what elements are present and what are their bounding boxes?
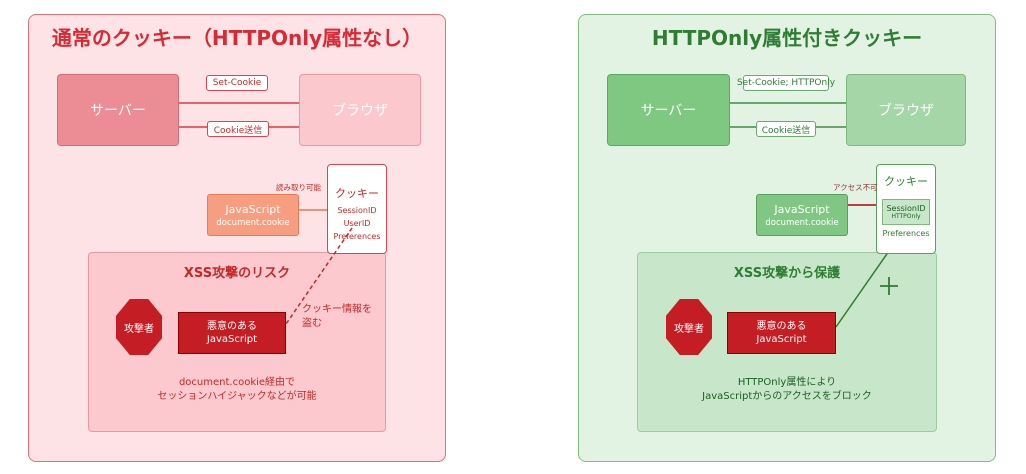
- left-cookie-item-preferences: Preferences: [333, 232, 381, 241]
- left-panel-title: 通常のクッキー（HTTPOnly属性なし）: [51, 26, 423, 50]
- left-cookie-send-label: Cookie送信: [207, 121, 269, 137]
- right-server-box: サーバー: [607, 74, 730, 146]
- left-js-label: JavaScript: [225, 202, 281, 216]
- left-malicious-line1: 悪意のある: [207, 320, 257, 332]
- right-cookie-protected-box: SessionID HTTPOnly: [882, 199, 930, 225]
- left-cookie-card: クッキー SessionID UserID Preferences: [327, 164, 387, 254]
- right-xss-title: XSS攻撃から保護: [733, 266, 841, 281]
- right-cookie-card: クッキー SessionID HTTPOnly Preferences: [876, 164, 936, 254]
- left-browser-box: ブラウザ: [299, 74, 421, 146]
- left-xss-note: document.cookie経由で セッションハイジャックなどが可能: [88, 376, 386, 403]
- left-readable-label: 読み取り可能: [276, 183, 321, 192]
- left-steal-label: クッキー情報を 盗む: [302, 303, 372, 330]
- right-cookie-title: クッキー: [884, 175, 928, 188]
- left-server-box: サーバー: [57, 74, 179, 146]
- left-js-code: document.cookie: [216, 217, 290, 228]
- left-cookie-item-sessionid: SessionID: [337, 206, 377, 215]
- right-xss-note: HTTPOnly属性により JavaScriptからのアクセスをブロック: [637, 376, 937, 403]
- right-javascript-box: JavaScript document.cookie: [756, 194, 848, 236]
- left-note-line2: セッションハイジャックなどが可能: [157, 390, 317, 402]
- right-malicious-line1: 悪意のある: [756, 320, 807, 332]
- right-cookie-item-sessionid: SessionID: [886, 204, 926, 213]
- right-cookie-item-preferences: Preferences: [882, 229, 930, 238]
- left-javascript-box: JavaScript document.cookie: [207, 194, 299, 236]
- right-set-cookie-label: Set-Cookie; HTTPOnly: [737, 75, 835, 91]
- right-malicious-js-box: 悪意のある JavaScript: [727, 312, 836, 354]
- right-inaccessible-label: アクセス不可: [833, 183, 878, 192]
- left-cookie-item-userid: UserID: [343, 219, 371, 228]
- left-steal-line1: クッキー情報を: [302, 304, 372, 315]
- right-browser-box: ブラウザ: [846, 74, 966, 146]
- right-note-line2: JavaScriptからのアクセスをブロック: [702, 390, 872, 402]
- left-malicious-js-box: 悪意のある JavaScript: [178, 312, 286, 354]
- left-steal-dashed-line: [285, 227, 353, 325]
- left-xss-title: XSS攻撃のリスク: [183, 266, 291, 281]
- left-attacker-octagon: 攻撃者: [116, 299, 162, 355]
- right-js-code: document.cookie: [765, 217, 839, 228]
- right-cookie-send-label: Cookie送信: [756, 121, 816, 137]
- left-note-line1: document.cookie経由で: [178, 377, 296, 388]
- left-cookie-title: クッキー: [335, 187, 379, 200]
- left-malicious-line2: JavaScript: [206, 334, 258, 345]
- right-js-label: JavaScript: [774, 202, 830, 216]
- left-steal-line2: 盗む: [302, 317, 322, 329]
- right-malicious-line2: JavaScript: [756, 334, 807, 345]
- right-attacker-octagon: 攻撃者: [666, 299, 712, 355]
- right-cookie-httponly-tag: HTTPOnly: [891, 213, 921, 220]
- left-set-cookie-label: Set-Cookie: [206, 75, 268, 91]
- right-panel-title: HTTPOnly属性付きクッキー: [651, 26, 923, 50]
- right-note-line1: HTTPOnly属性により: [737, 377, 837, 388]
